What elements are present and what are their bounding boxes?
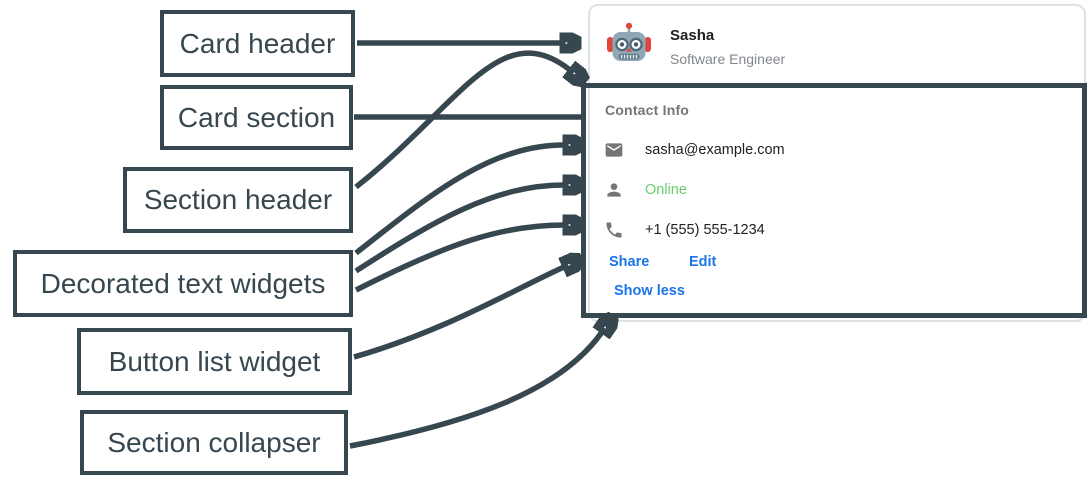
label-section-collapser-text: Section collapser: [107, 426, 321, 458]
arrow-decorated-text-phone: [354, 225, 564, 293]
label-button-list-widget-text: Button list widget: [108, 345, 321, 377]
label-decorated-text-widgets: Decorated text widgets: [13, 250, 353, 317]
label-card-header: Card header: [160, 10, 355, 77]
robot-avatar: [607, 22, 651, 61]
email-text: sasha@example.com: [645, 142, 785, 158]
label-section-collapser: Section collapser: [80, 410, 348, 475]
label-card-section-text: Card section: [177, 101, 336, 133]
phone-icon: [606, 222, 622, 238]
arrow-section-header: [354, 50, 570, 190]
label-section-header-text: Section header: [143, 184, 333, 215]
label-decorated-text-widgets-text: Decorated text widgets: [40, 267, 326, 299]
label-card-header-text: Card header: [179, 27, 336, 59]
label-button-list-widget: Button list widget: [77, 328, 352, 395]
arrow-decorated-text-email: [354, 145, 564, 256]
decorated-text-row-phone: +1 (555) 555-1234: [604, 218, 765, 242]
mail-icon: [605, 143, 623, 157]
profile-card: Sasha Software Engineer Contact Info sas…: [588, 4, 1086, 322]
section-header-title: Contact Info: [605, 102, 690, 118]
decorated-text-row-status: Online: [604, 178, 687, 202]
person-icon: [607, 183, 621, 197]
label-card-section: Card section: [160, 85, 353, 150]
phone-text: +1 (555) 555-1234: [645, 222, 765, 238]
edit-button[interactable]: Edit: [689, 254, 717, 270]
card-header-name: Sasha: [670, 27, 715, 44]
card-header-role: Software Engineer: [670, 51, 786, 67]
arrow-decorated-text-status: [354, 185, 564, 274]
decorated-text-row-email: sasha@example.com: [604, 138, 785, 162]
share-button[interactable]: Share: [609, 254, 650, 270]
section-collapser-button[interactable]: Show less: [614, 283, 685, 299]
label-section-header: Section header: [123, 167, 353, 233]
arrow-button-list: [353, 267, 564, 360]
status-text: Online: [645, 182, 687, 198]
arrow-section-collapser: [349, 332, 602, 449]
